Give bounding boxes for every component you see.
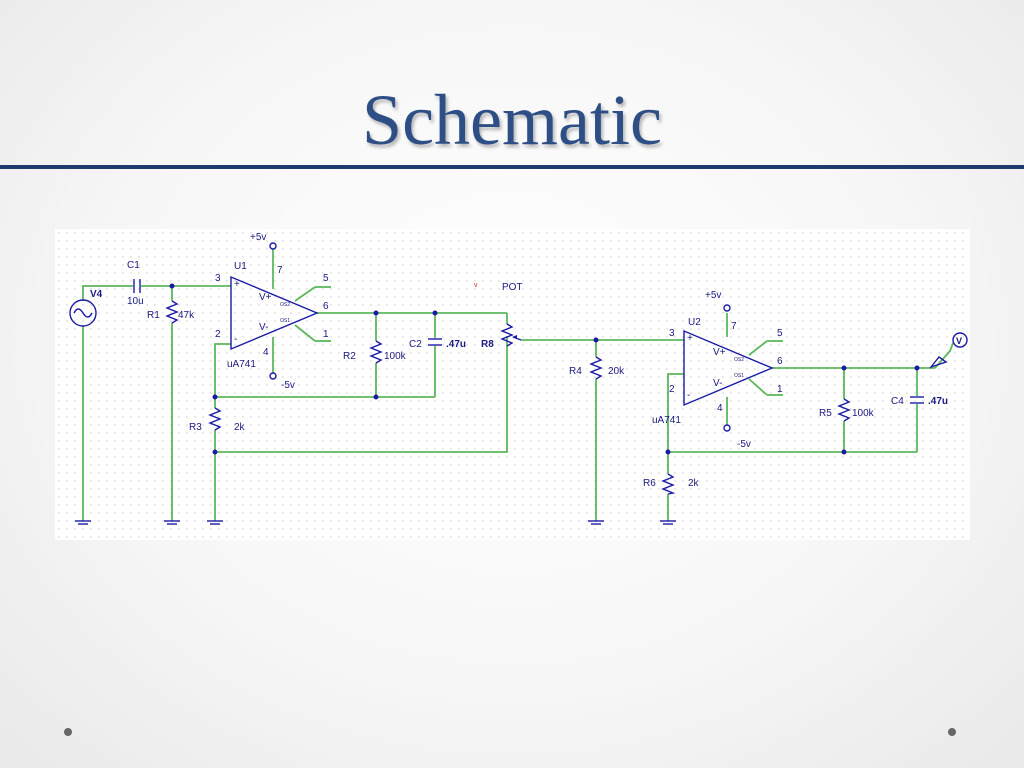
- r5-label: R5: [819, 408, 832, 419]
- u1-type: uA741: [227, 359, 256, 370]
- schematic-panel: V4 C1 10u R1 47k +5v -5v U1 uA741 V+ V- …: [55, 229, 970, 540]
- u1-supply-neg: -5v: [281, 380, 295, 391]
- u2-supply-pos: +5v: [705, 290, 721, 301]
- pot-label: POT: [502, 282, 523, 293]
- r4-label: R4: [569, 366, 582, 377]
- r1-label: R1: [147, 310, 160, 321]
- u2-vminus-label: V-: [713, 378, 722, 389]
- wires: [82, 249, 954, 521]
- c4-capacitor: C4 .47u: [891, 396, 948, 407]
- r3-value: 2k: [234, 422, 246, 433]
- u2-os2-label: OS2: [734, 357, 744, 363]
- c2-value: .47u: [446, 339, 466, 350]
- r4-value: 20k: [608, 366, 625, 377]
- c4-label: C4: [891, 396, 904, 407]
- schematic-diagram: V4 C1 10u R1 47k +5v -5v U1 uA741 V+ V- …: [55, 229, 970, 540]
- u2-pin6: 6: [777, 356, 783, 367]
- r4-resistor: R4 20k: [569, 356, 625, 380]
- u1-pin4: 4: [263, 347, 269, 358]
- r8-label: R8: [481, 339, 494, 350]
- junctions: [169, 283, 920, 455]
- u1-minus-sign: -: [234, 334, 237, 345]
- r1-value: 47k: [178, 310, 195, 321]
- r2-label: R2: [343, 351, 356, 362]
- u2-plus-sign: +: [687, 333, 693, 344]
- slide-title: Schematic: [362, 80, 662, 160]
- u2-os1-label: OS1: [734, 373, 744, 379]
- r6-label: R6: [643, 478, 656, 489]
- c2-capacitor: C2 .47u: [409, 338, 466, 350]
- u1-pin7: 7: [277, 265, 283, 276]
- u2-minus-sign: -: [687, 390, 690, 401]
- corner-dot-left: [64, 728, 72, 736]
- u1-pin6: 6: [323, 301, 329, 312]
- r2-value: 100k: [384, 351, 407, 362]
- c1-label: C1: [127, 260, 140, 271]
- r6-value: 2k: [688, 478, 700, 489]
- u1-pin5: 5: [323, 273, 329, 284]
- v4-label: V4: [90, 289, 103, 300]
- ground-symbols: [75, 520, 676, 525]
- u2-pin3: 3: [669, 328, 675, 339]
- v4-source: V4: [69, 289, 103, 327]
- u1-plus-sign: +: [234, 279, 240, 290]
- r3-resistor: R3 2k: [189, 407, 246, 433]
- voltage-probe: V: [928, 332, 968, 369]
- r1-resistor: R1 47k: [147, 300, 195, 324]
- r2-resistor: R2 100k: [343, 340, 407, 364]
- u1-vminus-label: V-: [259, 322, 268, 333]
- u2-type: uA741: [652, 415, 681, 426]
- c4-value: .47u: [928, 396, 948, 407]
- u1-pin2: 2: [215, 329, 221, 340]
- title-rule: [0, 165, 1024, 169]
- u1-pin3: 3: [215, 273, 221, 284]
- u2-supply-neg: -5v: [737, 439, 751, 450]
- u1-vplus-label: V+: [259, 292, 272, 303]
- c1-capacitor: C1 10u: [127, 260, 144, 307]
- u2-pin5: 5: [777, 328, 783, 339]
- u2-pin4: 4: [717, 403, 723, 414]
- u1-label: U1: [234, 261, 247, 272]
- u1-supply-pos: +5v: [250, 232, 266, 243]
- u1-os1-label: OS1: [280, 318, 290, 324]
- u1-opamp: +5v -5v U1 uA741 V+ V- + - OS2 OS1 3 2 7…: [215, 232, 329, 391]
- c2-label: C2: [409, 339, 422, 350]
- r8-potentiometer: R8 POT v: [474, 282, 523, 350]
- corner-dot-right: [948, 728, 956, 736]
- u2-pin2: 2: [669, 384, 675, 395]
- r5-resistor: R5 100k: [819, 398, 875, 422]
- u1-os2-label: OS2: [280, 302, 290, 308]
- u2-pin7: 7: [731, 321, 737, 332]
- r3-label: R3: [189, 422, 202, 433]
- u2-opamp: +5v -5v U2 uA741 V+ V- + - OS2 OS1 3 2 7…: [652, 290, 783, 450]
- r6-resistor: R6 2k: [643, 473, 700, 495]
- voltage-marker: v: [474, 282, 478, 289]
- u2-vplus-label: V+: [713, 347, 726, 358]
- r5-value: 100k: [852, 408, 875, 419]
- c1-value: 10u: [127, 296, 144, 307]
- u1-pin1: 1: [323, 329, 329, 340]
- u2-label: U2: [688, 317, 701, 328]
- probe-label: V: [956, 336, 962, 346]
- u2-pin1: 1: [777, 384, 783, 395]
